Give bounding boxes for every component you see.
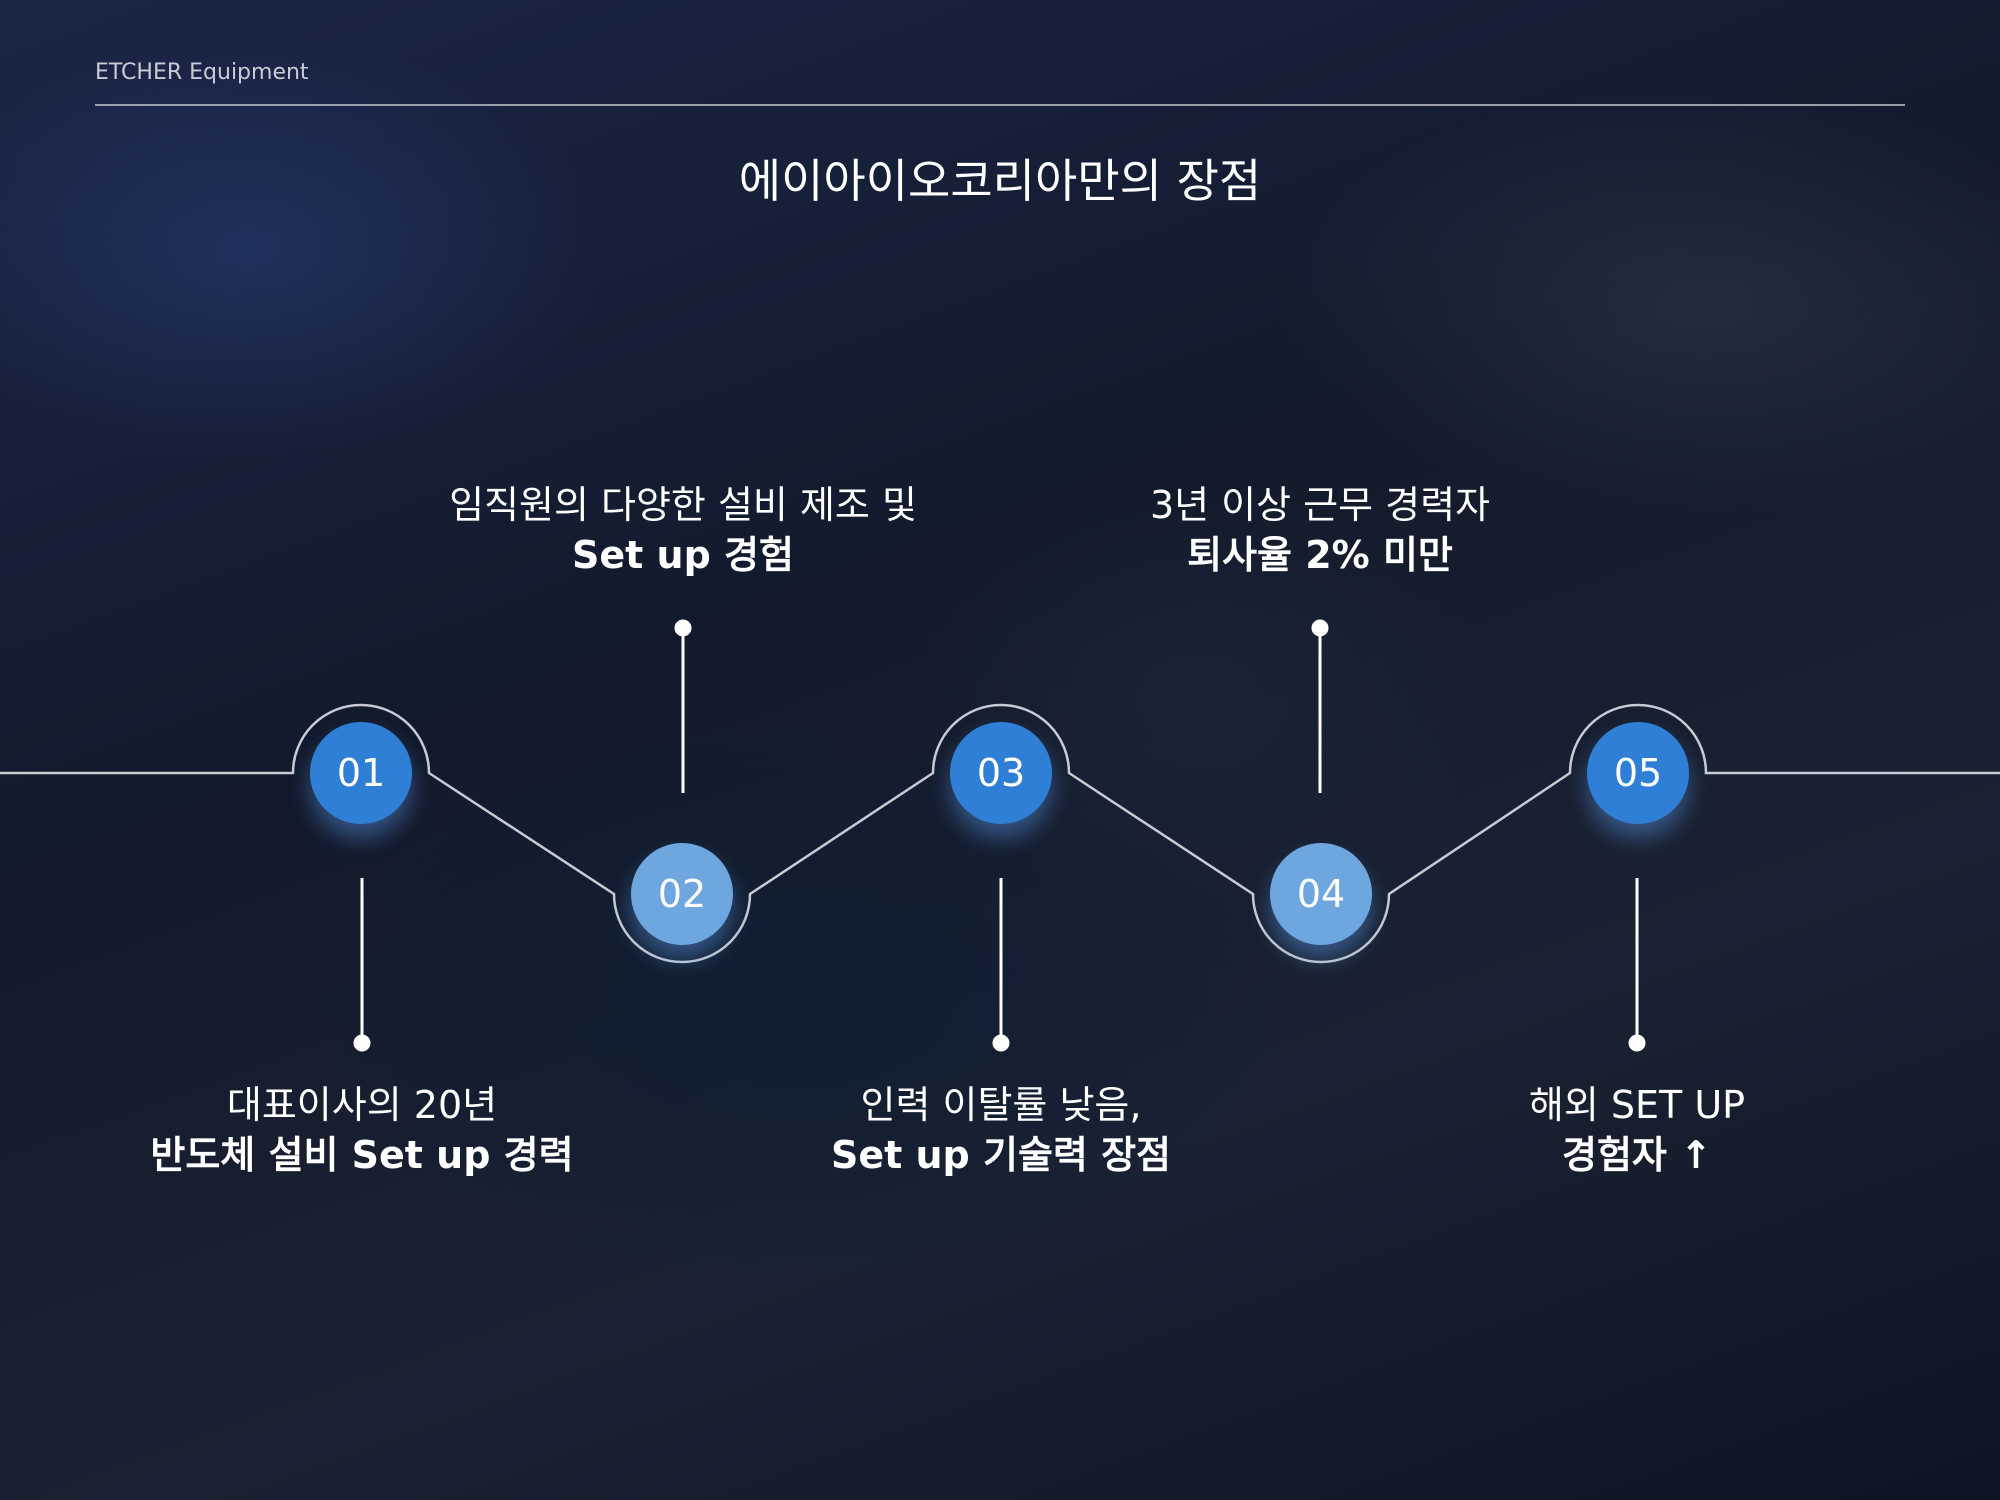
step-01-line2: 반도체 설비 Set up 경력 (150, 1133, 574, 1177)
connector-dot (674, 619, 692, 637)
connector-dot (1628, 1034, 1646, 1052)
step-badge-01: 01 (310, 722, 412, 824)
connector-dot (353, 1034, 371, 1052)
connector-dot (992, 1034, 1010, 1052)
step-02-line1: 임직원의 다양한 설비 제조 및 (449, 483, 917, 527)
step-04-text: 3년 이상 근무 경력자 퇴사율 2% 미만 (1040, 480, 1600, 580)
step-05-text: 해외 SET UP 경험자 ↑ (1357, 1080, 1917, 1180)
step-badge-03: 03 (950, 722, 1052, 824)
step-02-text: 임직원의 다양한 설비 제조 및 Set up 경험 (403, 480, 963, 580)
step-03-line2: Set up 기술력 장점 (830, 1133, 1172, 1177)
step-badge-02: 02 (631, 843, 733, 945)
step-04-line2: 퇴사율 2% 미만 (1187, 533, 1453, 577)
step-01-line1: 대표이사의 20년 (226, 1083, 498, 1127)
header-divider (95, 104, 1905, 106)
connector-dot (1311, 619, 1329, 637)
step-03-text: 인력 이탈률 낮음, Set up 기술력 장점 (721, 1080, 1281, 1180)
step-01-text: 대표이사의 20년 반도체 설비 Set up 경력 (82, 1080, 642, 1180)
step-badge-04: 04 (1270, 843, 1372, 945)
page-title: 에이아이오코리아만의 장점 (738, 154, 1262, 208)
step-03-line1: 인력 이탈률 낮음, (860, 1083, 1142, 1127)
step-02-line2: Set up 경험 (572, 533, 794, 577)
brand-label: ETCHER Equipment (95, 60, 309, 85)
step-badge-05: 05 (1587, 722, 1689, 824)
step-05-line1: 해외 SET UP (1528, 1083, 1746, 1127)
step-05-line2: 경험자 ↑ (1562, 1133, 1712, 1177)
step-04-line1: 3년 이상 근무 경력자 (1149, 483, 1491, 527)
